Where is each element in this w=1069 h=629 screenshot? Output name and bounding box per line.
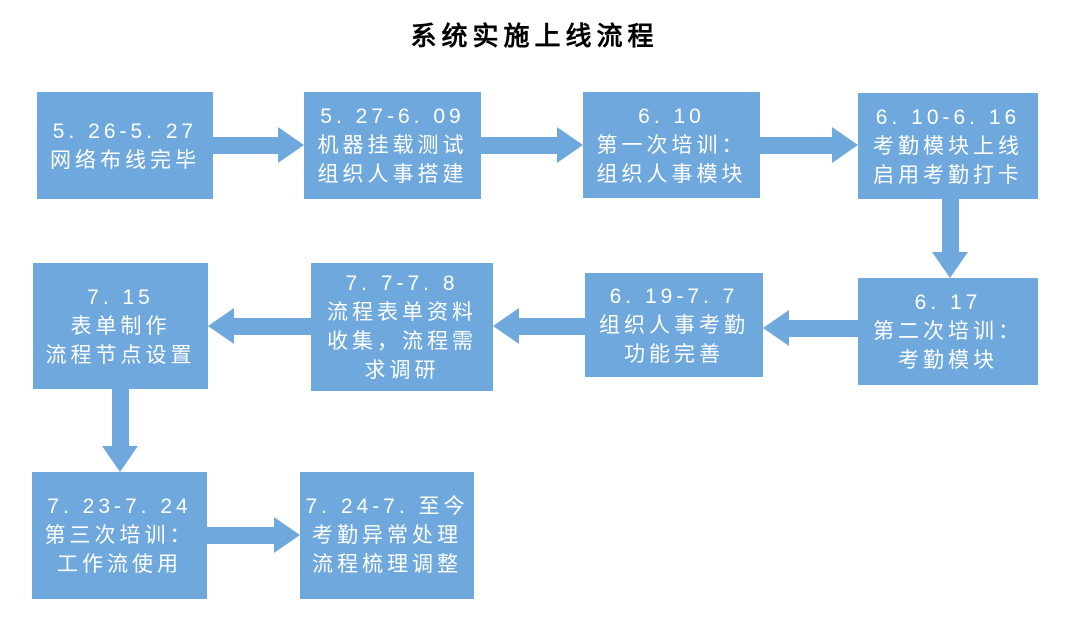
arrow-head-icon <box>102 446 138 472</box>
arrow-step2-to-step3 <box>481 127 583 163</box>
arrow-shaft <box>207 526 274 544</box>
arrow-head-icon <box>557 127 583 163</box>
diagram-title: 系统实施上线流程 <box>410 21 659 51</box>
flow-step-2: 5. 27-6. 09 机器挂载测试 组织人事搭建 <box>304 92 481 199</box>
flow-step-10: 7. 24-7. 至今 考勤异常处理 流程梳理调整 <box>300 472 474 599</box>
flow-step-9: 7. 23-7. 24 第三次培训： 工作流使用 <box>32 472 207 599</box>
arrow-head-icon <box>208 308 234 344</box>
arrow-head-icon <box>274 517 300 553</box>
arrow-step6-to-step7 <box>493 308 585 344</box>
arrow-step3-to-step4 <box>760 127 858 163</box>
arrow-head-icon <box>932 252 968 278</box>
arrow-shaft <box>213 136 278 154</box>
arrow-step1-to-step2 <box>213 127 304 163</box>
arrow-head-icon <box>763 310 789 346</box>
arrow-head-icon <box>832 127 858 163</box>
arrow-shaft <box>234 317 311 335</box>
flow-step-4: 6. 10-6. 16 考勤模块上线 启用考勤打卡 <box>858 93 1038 199</box>
arrow-step8-to-step9 <box>102 389 138 472</box>
arrow-shaft <box>481 136 557 154</box>
flow-step-1: 5. 26-5. 27 网络布线完毕 <box>37 92 213 199</box>
flow-step-3: 6. 10 第一次培训： 组织人事模块 <box>583 92 760 198</box>
arrow-step5-to-step6 <box>763 310 858 346</box>
arrow-shaft <box>519 317 585 335</box>
flow-step-5: 6. 17 第二次培训： 考勤模块 <box>858 278 1038 385</box>
arrow-step9-to-step10 <box>207 517 300 553</box>
arrow-shaft <box>789 319 858 337</box>
arrow-shaft <box>760 136 832 154</box>
arrow-head-icon <box>493 308 519 344</box>
arrow-shaft <box>941 199 959 252</box>
arrow-shaft <box>111 389 129 446</box>
arrow-head-icon <box>278 127 304 163</box>
arrow-step4-to-step5 <box>932 199 968 278</box>
flow-step-8: 7. 15 表单制作 流程节点设置 <box>33 263 208 389</box>
flow-step-7: 7. 7-7. 8 流程表单资料 收集，流程需 求调研 <box>311 263 493 391</box>
flow-step-6: 6. 19-7. 7 组织人事考勤 功能完善 <box>585 273 763 377</box>
arrow-step7-to-step8 <box>208 308 311 344</box>
